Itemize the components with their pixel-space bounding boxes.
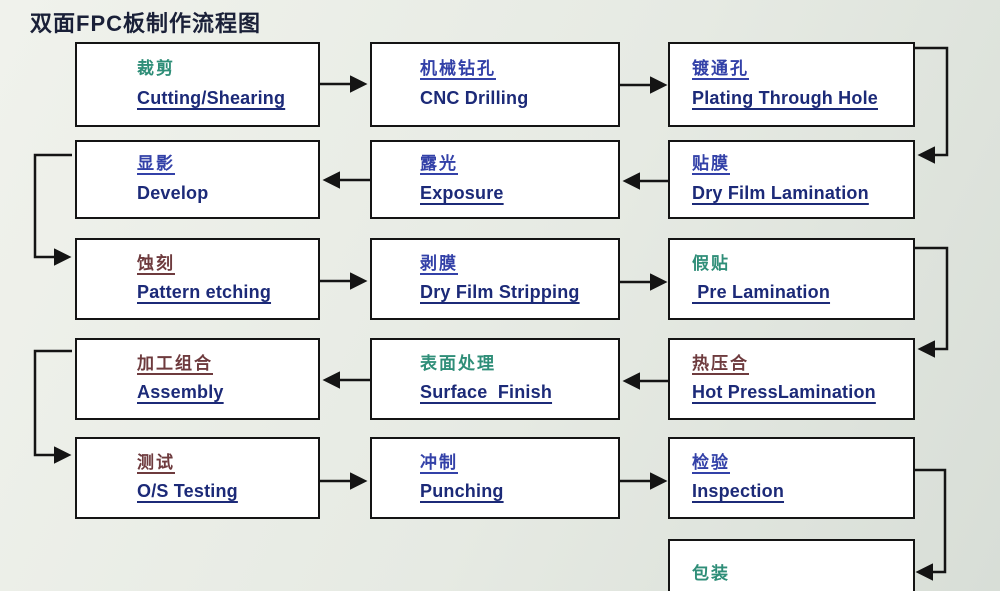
flow-box-develop: 显影 Develop bbox=[75, 140, 320, 219]
step-label-en: Pre Lamination bbox=[692, 282, 831, 303]
page-title: 双面FPC板制作流程图 bbox=[30, 11, 262, 36]
step-label-zh: 测试 bbox=[137, 452, 175, 472]
step-label-en: Dry Film Stripping bbox=[420, 282, 580, 303]
step-label-en: Assembly bbox=[137, 382, 224, 403]
arrow-develop-to-etching bbox=[33, 153, 72, 266]
step-label-zh: 显影 bbox=[137, 154, 175, 174]
flow-box-assembly: 加工组合 Assembly bbox=[75, 338, 320, 420]
flow-box-os-testing: 测试 O/S Testing bbox=[75, 437, 320, 519]
step-label-en: O/S Testing bbox=[137, 481, 238, 502]
flow-box-pre-lamination: 假贴 Pre Lamination bbox=[668, 238, 915, 320]
step-label-en: Hot PressLamination bbox=[692, 382, 876, 403]
step-label-en: Develop bbox=[137, 182, 209, 203]
step-label-en: Plating Through Hole bbox=[692, 87, 878, 108]
flow-box-cnc-drilling: 机械钻孔 CNC Drilling bbox=[370, 42, 620, 127]
step-label-zh: 加工组合 bbox=[137, 353, 213, 373]
arrow-plating-to-lamination bbox=[915, 46, 949, 164]
flow-box-exposure: 露光 Exposure bbox=[370, 140, 620, 219]
flow-box-plating-through-hole: 镀通孔 Plating Through Hole bbox=[668, 42, 915, 127]
step-label-en: Dry Film Lamination bbox=[692, 182, 869, 203]
flow-box-inspection: 检验 Inspection bbox=[668, 437, 915, 519]
step-label-en: Surface Finish bbox=[420, 382, 553, 403]
step-label-en: Pattern etching bbox=[137, 282, 272, 303]
step-label-zh: 检验 bbox=[692, 452, 730, 472]
flow-box-punching: 冲制 Punching bbox=[370, 437, 620, 519]
flow-box-surface-finish: 表面处理 Surface Finish bbox=[370, 338, 620, 420]
flow-box-hot-press-lamination: 热压合 Hot PressLamination bbox=[668, 338, 915, 420]
step-label-zh: 热压合 bbox=[692, 353, 749, 373]
step-label-zh: 裁剪 bbox=[137, 59, 175, 79]
flow-box-cutting-shearing: 裁剪 Cutting/Shearing bbox=[75, 42, 320, 127]
arrow-prelam-to-hotpress bbox=[915, 246, 949, 358]
arrow-inspection-to-packing bbox=[915, 468, 947, 581]
step-label-en: Exposure bbox=[420, 182, 504, 203]
flow-box-dry-film-stripping: 剥膜 Dry Film Stripping bbox=[370, 238, 620, 320]
step-label-zh: 镀通孔 bbox=[692, 59, 749, 79]
step-label-zh: 剥膜 bbox=[420, 253, 458, 273]
step-label-zh: 包装 bbox=[692, 563, 730, 583]
step-label-en: Punching bbox=[420, 481, 504, 502]
flow-box-pattern-etching: 蚀刻 Pattern etching bbox=[75, 238, 320, 320]
flow-box-dry-film-lamination: 贴膜 Dry Film Lamination bbox=[668, 140, 915, 219]
arrow-assembly-to-testing bbox=[33, 349, 72, 464]
step-label-en: CNC Drilling bbox=[420, 87, 529, 108]
step-label-zh: 露光 bbox=[420, 154, 458, 174]
step-label-zh: 表面处理 bbox=[420, 353, 496, 373]
step-label-zh: 假贴 bbox=[692, 253, 730, 273]
step-label-zh: 蚀刻 bbox=[137, 253, 175, 273]
step-label-zh: 贴膜 bbox=[692, 154, 730, 174]
step-label-en: Cutting/Shearing bbox=[137, 87, 286, 108]
step-label-zh: 机械钻孔 bbox=[420, 59, 496, 79]
step-label-zh: 冲制 bbox=[420, 452, 458, 472]
step-label-en: Inspection bbox=[692, 481, 785, 502]
flow-box-packing: 包装 bbox=[668, 539, 915, 591]
